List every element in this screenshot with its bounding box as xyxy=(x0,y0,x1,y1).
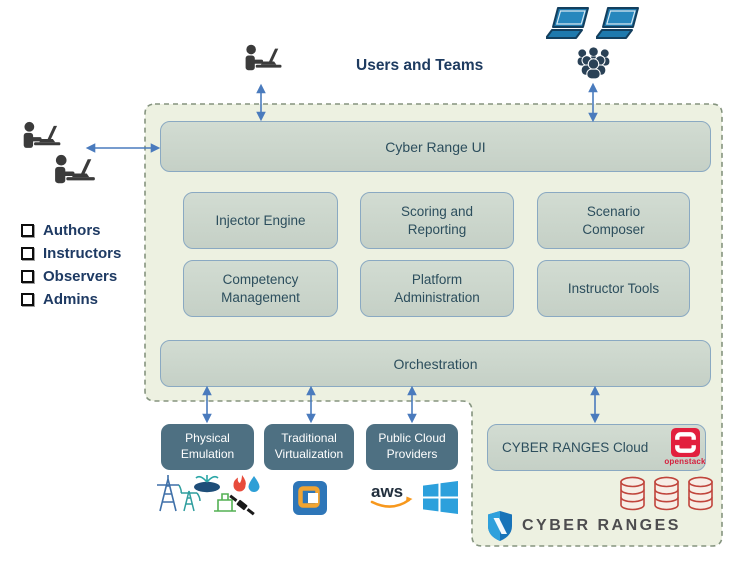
role-item-instructors: Instructors xyxy=(21,242,121,265)
vmware-icon xyxy=(293,481,327,515)
module-scoring-reporting: Scoring and Reporting xyxy=(360,192,514,249)
module-platform-administration: Platform Administration xyxy=(360,260,514,317)
aws-icon: aws xyxy=(368,481,416,512)
role-item-observers: Observers xyxy=(21,265,121,288)
module-injector-engine: Injector Engine xyxy=(183,192,338,249)
role-label: Observers xyxy=(43,268,118,285)
openstack-logo: openstack xyxy=(664,428,706,466)
database-icons xyxy=(619,476,714,511)
checkbox-icon xyxy=(21,293,34,306)
checkbox-icon xyxy=(21,247,34,260)
module-scenario-composer: Scenario Composer xyxy=(537,192,690,249)
instructor-at-laptop-icon xyxy=(50,152,101,195)
users-group-icon xyxy=(573,47,614,80)
cyber-ranges-logo: CYBER RANGES xyxy=(486,510,681,542)
cyber-ranges-cloud-box: CYBER RANGES Cloud xyxy=(487,424,706,471)
svg-text:aws: aws xyxy=(371,482,403,501)
infra-physical-emulation: Physical Emulation xyxy=(161,424,254,470)
cyber-ranges-shield-icon xyxy=(488,511,512,541)
role-item-admins: Admins xyxy=(21,288,121,311)
cyber-ranges-wordmark: CYBER RANGES xyxy=(522,517,681,534)
openstack-label: openstack xyxy=(664,457,706,466)
role-item-authors: Authors xyxy=(21,219,121,242)
module-instructor-tools: Instructor Tools xyxy=(537,260,690,317)
users-and-teams-label: Users and Teams xyxy=(356,57,484,74)
checkbox-icon xyxy=(21,224,34,237)
laptops-icon xyxy=(546,6,642,44)
physical-emulation-icons xyxy=(154,473,260,516)
user-at-laptop-icon xyxy=(241,42,287,81)
infra-public-cloud-providers: Public Cloud Providers xyxy=(366,424,458,470)
windows-icon xyxy=(423,480,458,515)
cyber-range-ui-bar: Cyber Range UI xyxy=(160,121,711,172)
module-competency-management: Competency Management xyxy=(183,260,338,317)
checkbox-icon xyxy=(21,270,34,283)
role-label: Admins xyxy=(43,291,99,308)
orchestration-bar: Orchestration xyxy=(160,340,711,387)
roles-list: Authors Instructors Observers Admins xyxy=(21,219,121,311)
role-label: Instructors xyxy=(43,245,122,262)
role-label: Authors xyxy=(43,222,101,239)
infra-traditional-virtualization: Traditional Virtualization xyxy=(264,424,354,470)
author-at-laptop-icon xyxy=(19,119,66,159)
